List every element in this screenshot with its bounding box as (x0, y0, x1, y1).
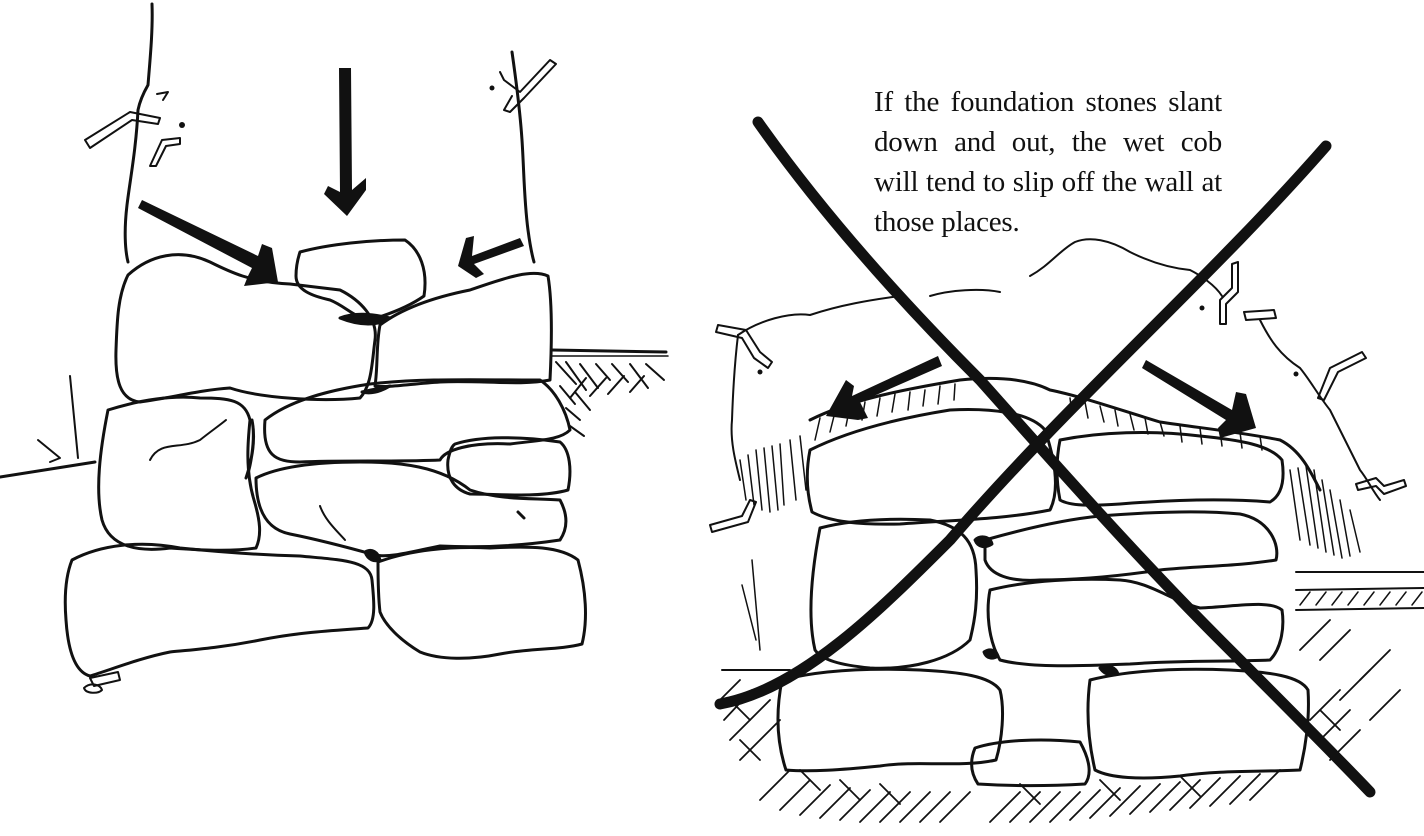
arrow-outward-left-icon (826, 356, 942, 420)
figure-caption: If the foundation stones slant down and … (874, 86, 1222, 238)
left-panel-wall (0, 2, 669, 694)
arrow-inward-left-icon (138, 200, 278, 286)
arrow-outward-right-icon (1142, 360, 1256, 438)
right-panel-wall (709, 238, 1424, 823)
arrow-down-icon (324, 68, 366, 216)
arrow-inward-right-icon (458, 236, 524, 278)
cross-out-x-icon (714, 116, 1376, 798)
